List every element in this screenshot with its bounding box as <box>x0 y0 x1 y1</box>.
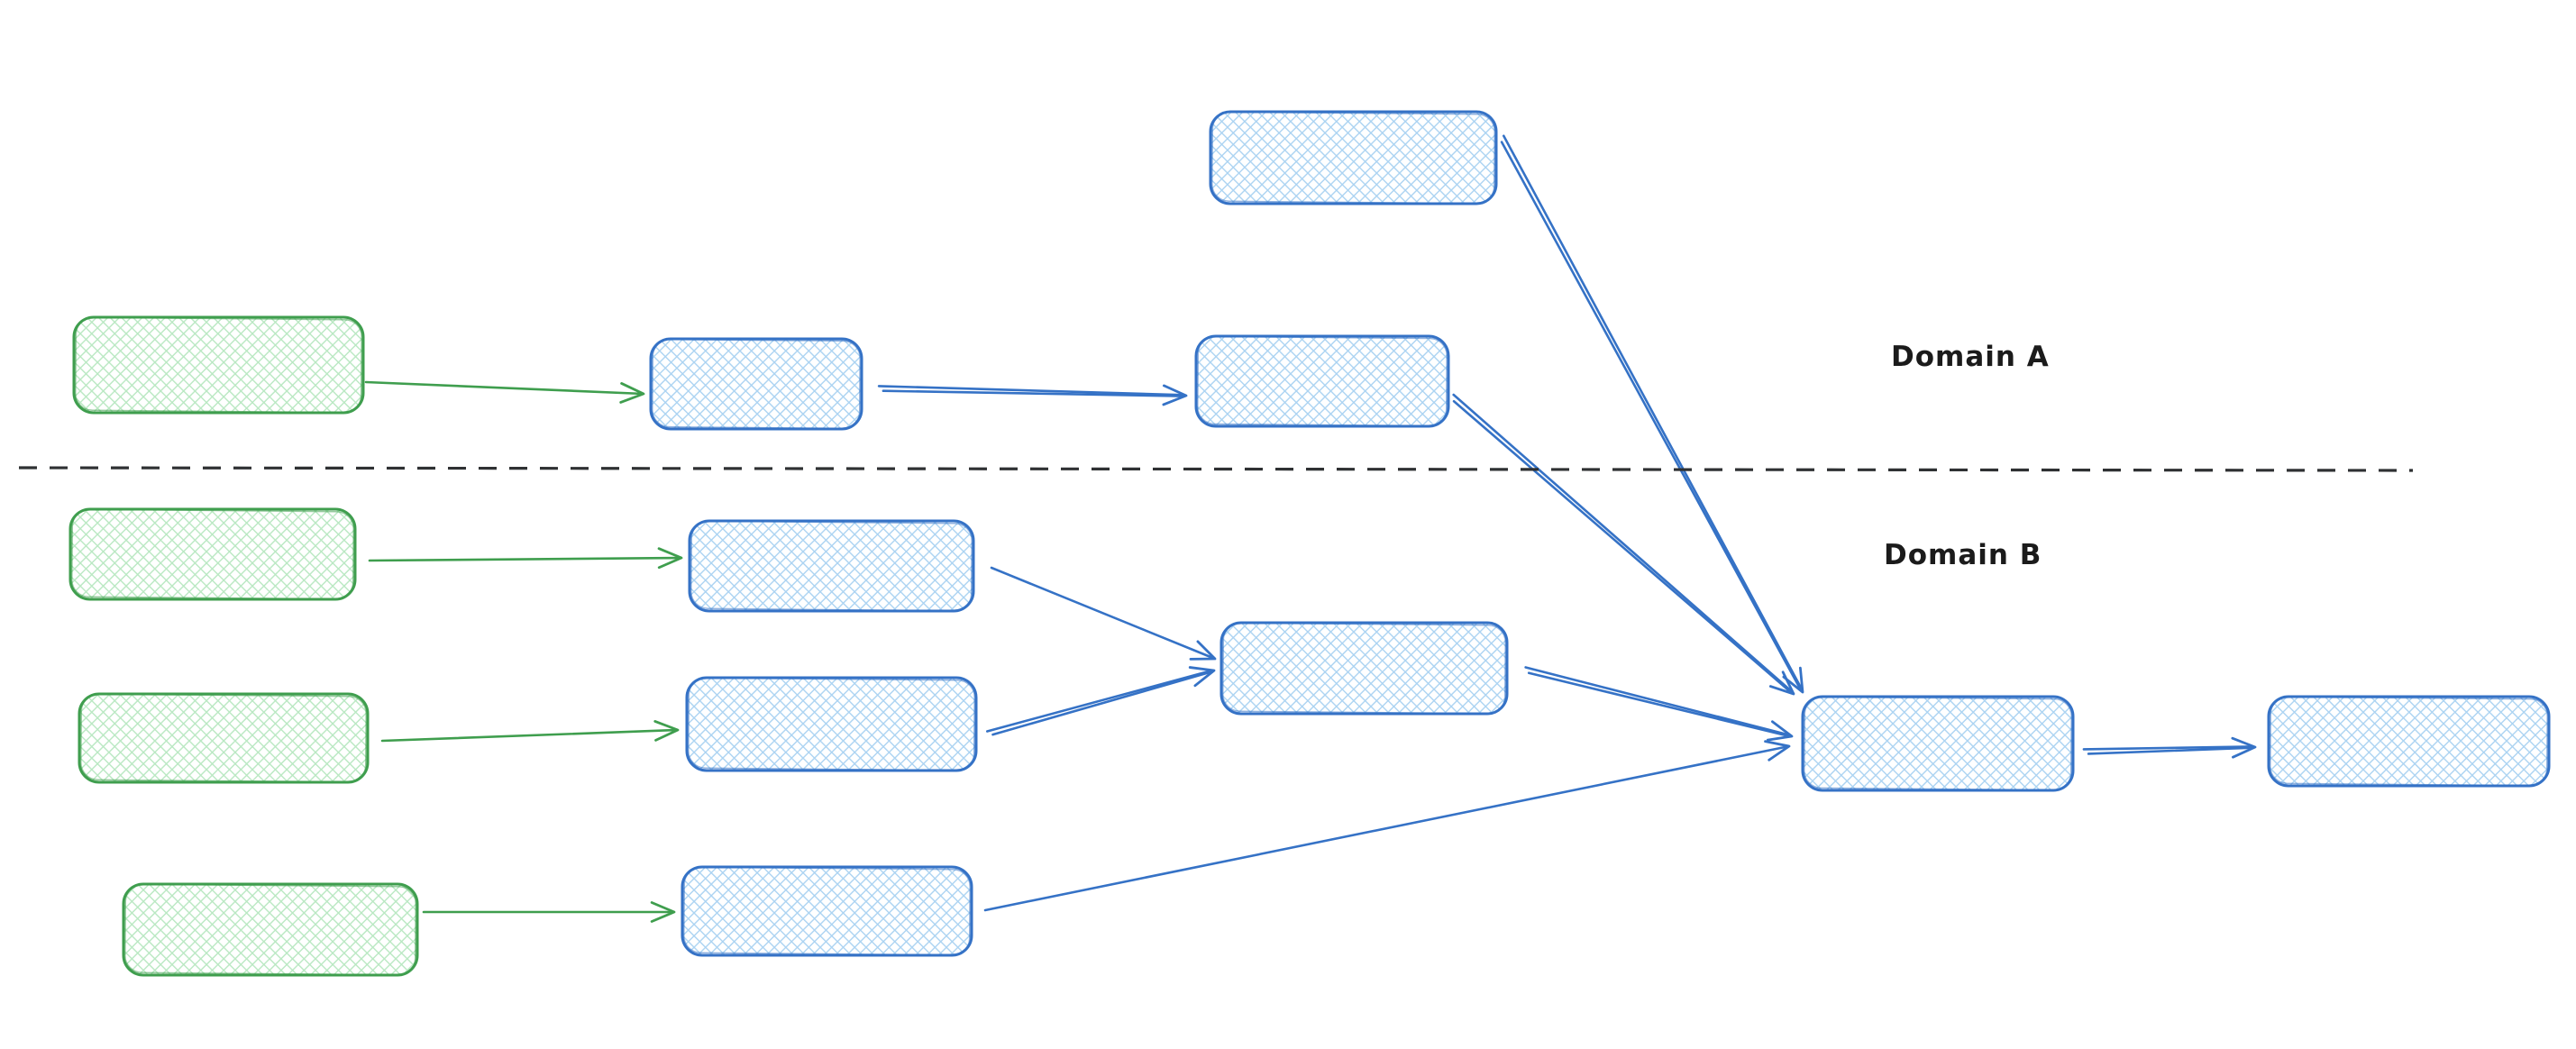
node-a-stage1[interactable] <box>649 337 863 431</box>
node-a-stage2[interactable] <box>1194 334 1450 428</box>
edge-a-top-to-merge[interactable] <box>1500 134 1804 694</box>
node-merge[interactable] <box>1801 695 2075 792</box>
nodes-layer <box>69 110 2551 977</box>
node-output[interactable] <box>2267 695 2551 788</box>
domain-divider-line <box>18 466 2414 472</box>
edge-a-stage2-to-merge[interactable] <box>1452 393 1795 696</box>
edge-b-input2-to-b-stage2[interactable] <box>380 720 680 743</box>
node-b-input3[interactable] <box>122 882 419 977</box>
edge-b-stage2-to-b-merge[interactable] <box>986 666 1216 736</box>
edge-b-merge-to-merge[interactable] <box>1524 666 1794 742</box>
edge-merge-to-output[interactable] <box>2082 736 2257 759</box>
node-a-top[interactable] <box>1209 110 1498 205</box>
edge-a-stage1-to-a-stage2[interactable] <box>877 384 1188 406</box>
edge-a-input-to-a-stage1[interactable] <box>364 380 645 404</box>
node-b-stage2[interactable] <box>685 676 978 772</box>
edge-b-stage3-to-merge[interactable] <box>983 740 1791 912</box>
edges-layer <box>364 134 2257 923</box>
edge-b-input1-to-b-stage1[interactable] <box>368 547 683 570</box>
node-b-stage3[interactable] <box>681 865 973 957</box>
node-a-input[interactable] <box>72 315 365 415</box>
node-b-merge[interactable] <box>1219 621 1509 716</box>
node-b-input2[interactable] <box>78 692 370 784</box>
node-b-stage1[interactable] <box>688 519 975 613</box>
edge-b-input3-to-b-stage3[interactable] <box>422 901 676 923</box>
node-b-input1[interactable] <box>69 507 357 601</box>
domain-a-label: Domain A <box>1891 341 2050 373</box>
edge-b-stage1-to-b-merge[interactable] <box>990 566 1217 661</box>
domain-b-label: Domain B <box>1884 539 2042 571</box>
